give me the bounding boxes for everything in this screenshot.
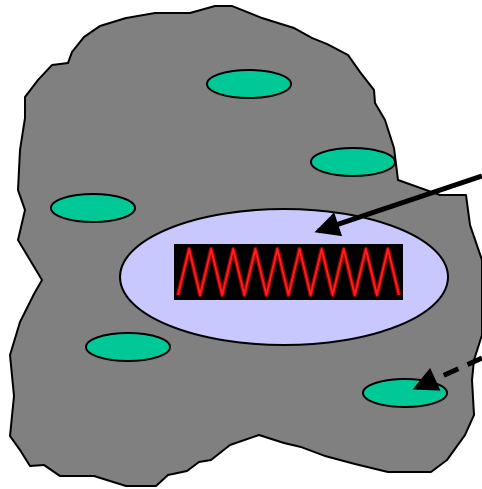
small-ellipse-1 <box>207 70 291 98</box>
small-ellipse-3 <box>51 194 135 222</box>
small-ellipse-2 <box>311 148 395 176</box>
small-ellipse-4 <box>86 333 170 361</box>
small-ellipse-5 <box>363 379 447 407</box>
